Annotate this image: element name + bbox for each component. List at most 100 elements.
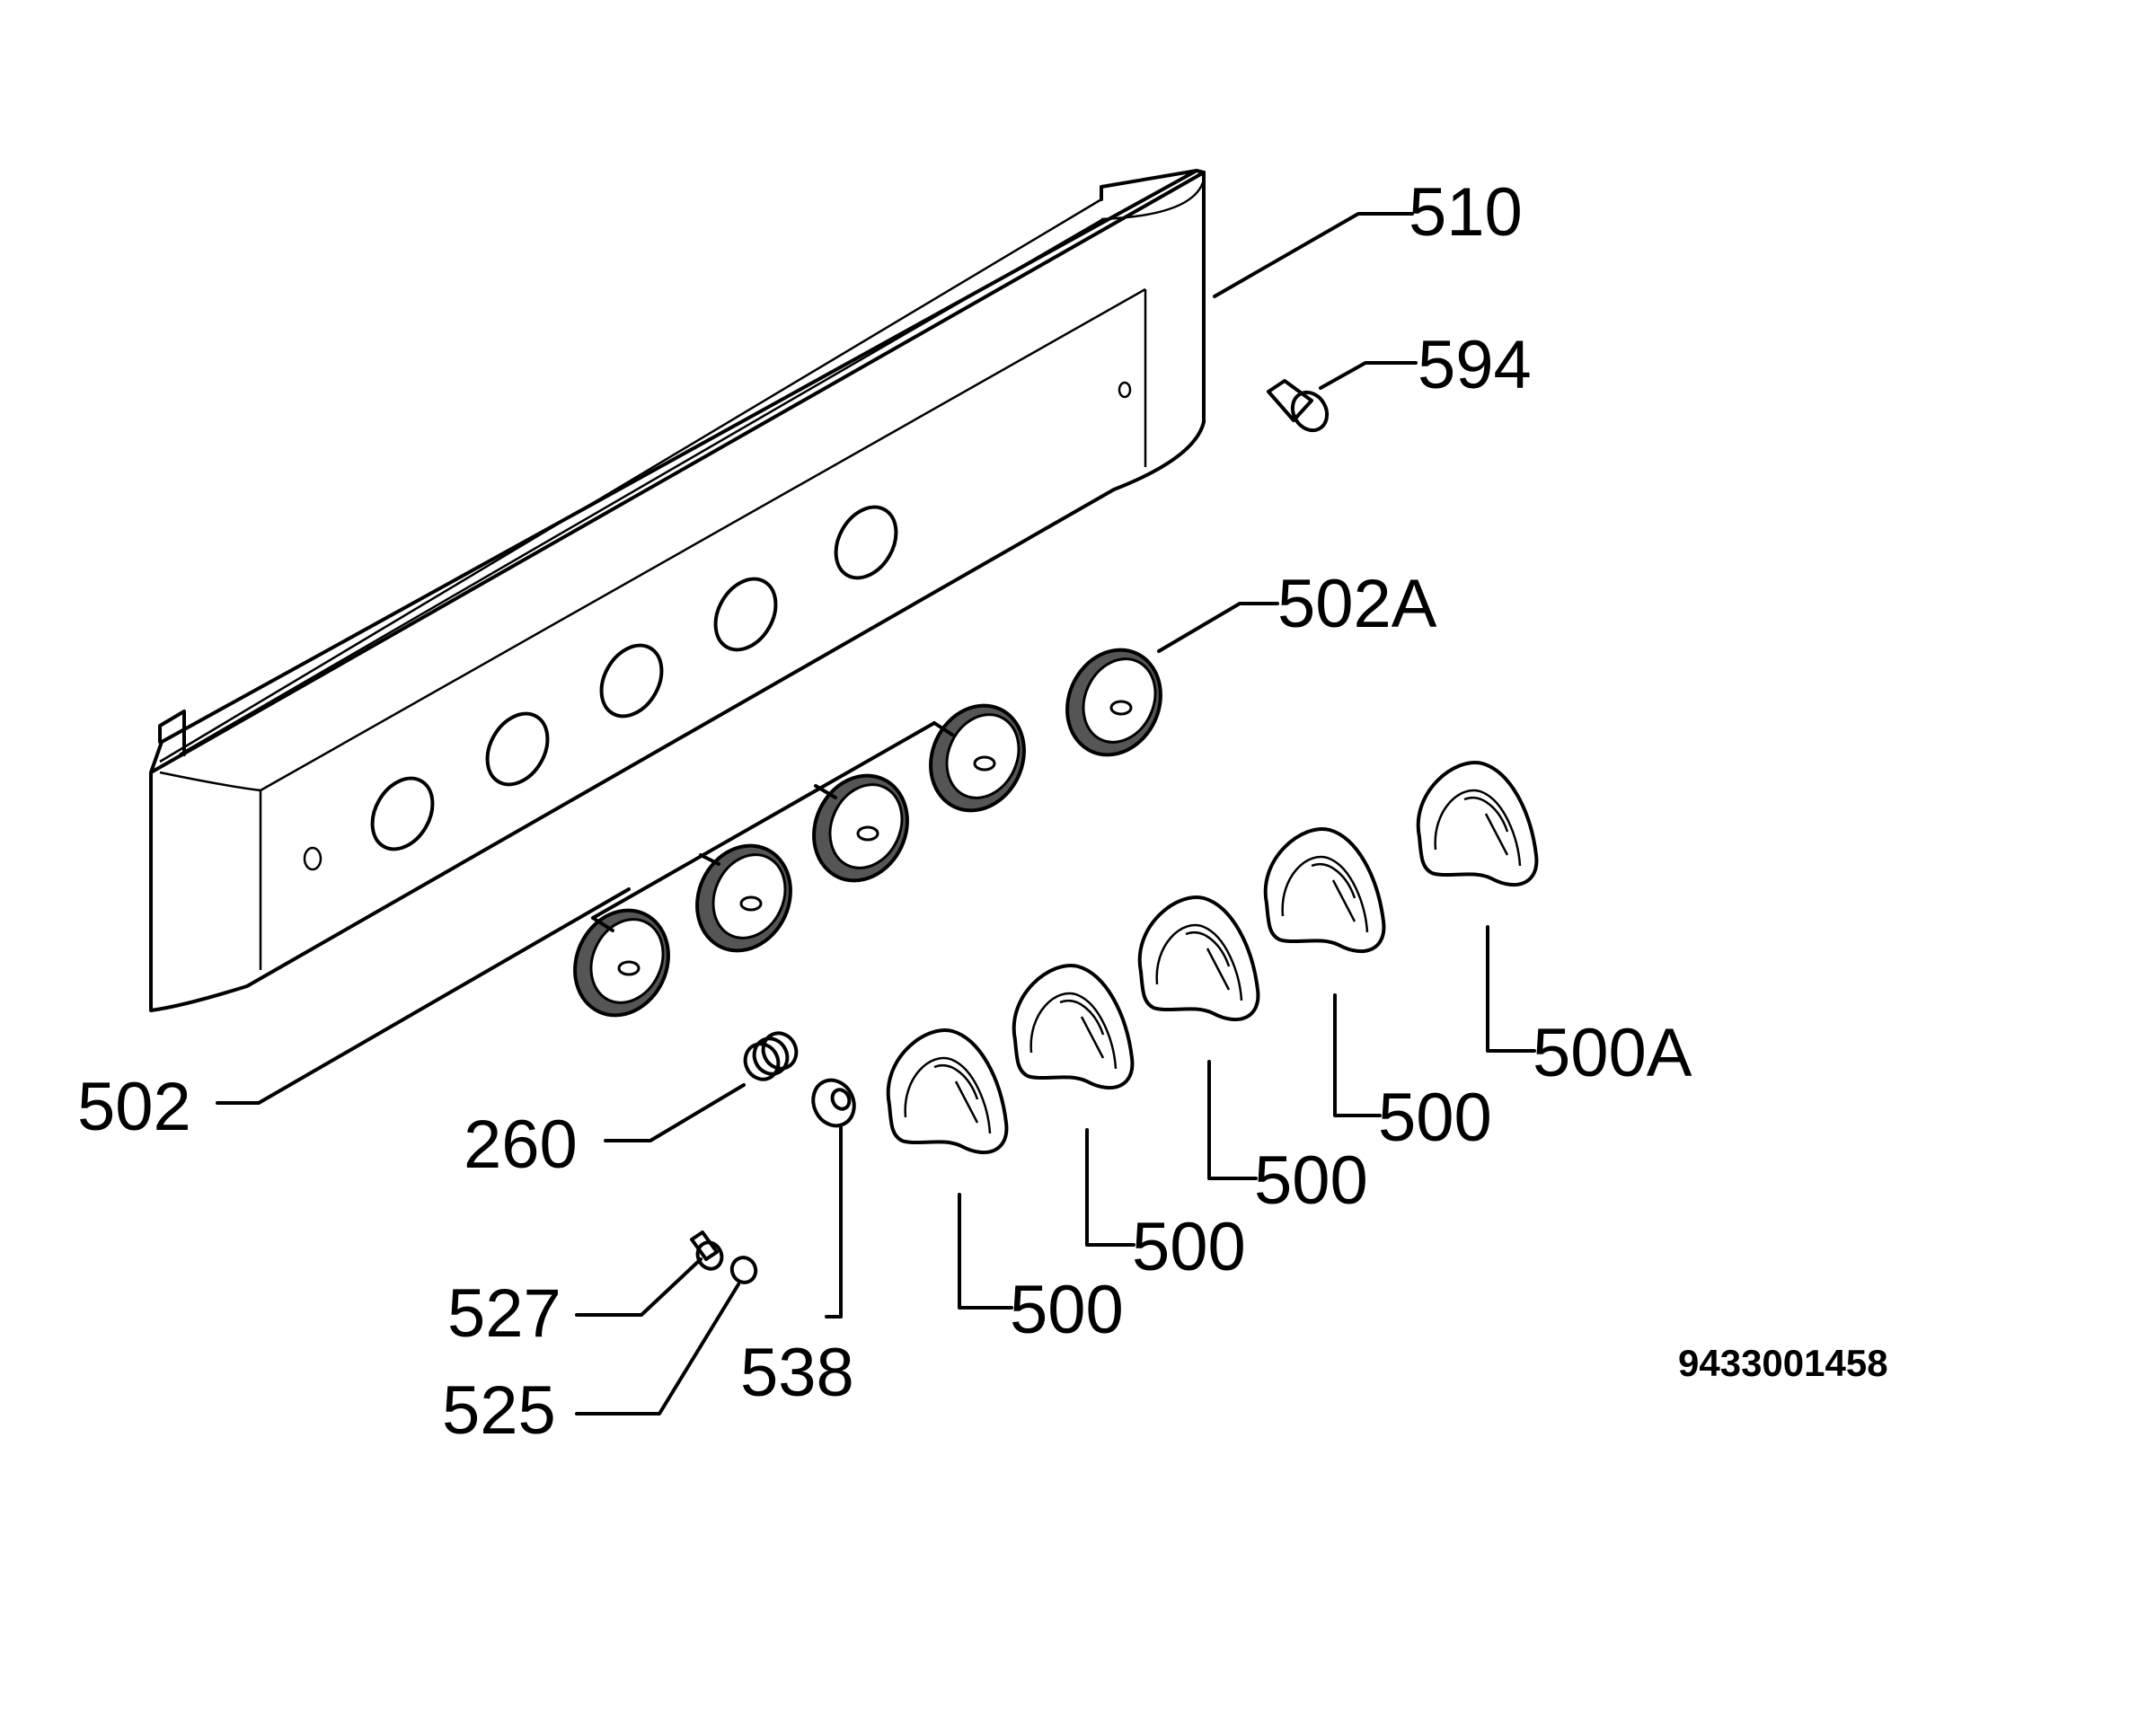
knob-body <box>1416 760 1539 887</box>
bezel-slot <box>1109 700 1133 716</box>
screw-part <box>1267 379 1330 433</box>
knob-grip-ridge <box>1155 923 1243 1001</box>
panel-top-surface <box>149 169 1206 774</box>
ring-part <box>811 1078 856 1128</box>
knob-grip-ridge <box>904 1056 992 1134</box>
panel-knob-hole-3 <box>599 643 664 719</box>
bezel-502A <box>1065 648 1162 757</box>
panel-top-edge <box>159 198 1102 763</box>
panel-right-curve <box>1100 179 1206 221</box>
knob-pointer <box>1206 948 1231 991</box>
control-panel <box>149 169 1206 1012</box>
label-500-4: 500 <box>1378 1080 1492 1156</box>
leader-500-3 <box>1207 1060 1258 1180</box>
bezel-slot <box>973 755 996 772</box>
knob-body <box>1263 826 1386 954</box>
label-500-1: 500 <box>1010 1272 1124 1348</box>
panel-mount-hole-right <box>1118 381 1132 399</box>
panel-mount-hole-left <box>303 846 323 871</box>
label-502A: 502A <box>1277 566 1437 642</box>
drawing-number: 9433001458 <box>1678 1342 1888 1384</box>
panel-front-face <box>149 171 1206 1012</box>
spring-part <box>743 1031 799 1081</box>
label-525: 525 <box>442 1372 556 1449</box>
panel-knob-hole-2 <box>485 711 550 787</box>
leader-594 <box>1319 361 1418 390</box>
knob-body <box>886 1027 1009 1155</box>
spring-coil-3 <box>761 1031 799 1071</box>
leader-500-4 <box>1333 993 1382 1117</box>
knob-500A <box>1416 760 1539 887</box>
ring-outer <box>811 1078 856 1128</box>
knob-grip-ridge <box>1434 789 1522 867</box>
knob-top-highlight <box>933 1064 979 1100</box>
bezel-1 <box>573 908 670 1018</box>
leader-525 <box>575 1283 740 1416</box>
label-538: 538 <box>740 1335 854 1411</box>
leader-260 <box>604 1083 746 1142</box>
insert-525-body <box>729 1256 758 1284</box>
bezel-clip-line-4 <box>932 721 954 736</box>
insert-527-body <box>690 1230 719 1261</box>
panel-back-edge <box>179 217 1104 756</box>
panel-knob-holes <box>370 505 898 851</box>
knob-pointer <box>1484 813 1509 856</box>
knob-top-highlight <box>1463 797 1509 833</box>
knob-body <box>1137 895 1260 1022</box>
ring-inner <box>830 1088 852 1111</box>
insert-527-part <box>690 1230 724 1271</box>
bezel-clip-line-1 <box>591 916 614 932</box>
leader-500-1 <box>958 1193 1013 1310</box>
leader-500A <box>1486 925 1536 1053</box>
knob-2 <box>1012 963 1135 1090</box>
leader-527 <box>575 1257 702 1317</box>
knob-grip-ridge <box>1281 855 1369 933</box>
panel-left-flange <box>158 710 186 756</box>
bezel-clip-line-5 <box>591 721 936 920</box>
label-594: 594 <box>1418 327 1532 403</box>
leader-538 <box>825 1124 843 1319</box>
bezel-slot <box>739 895 763 912</box>
leader-510 <box>1213 212 1414 298</box>
knob-pointer <box>1080 1016 1105 1059</box>
label-260: 260 <box>464 1107 578 1183</box>
insert-525-part <box>729 1256 758 1284</box>
panel-left-curve <box>159 771 261 792</box>
knob-top-highlight <box>1059 1000 1105 1036</box>
bezel-2 <box>695 843 792 953</box>
panel-inner-face-line <box>260 287 1146 792</box>
knob-top-highlight <box>1311 863 1356 899</box>
bezel-slot <box>617 960 641 976</box>
label-510: 510 <box>1409 174 1523 251</box>
bezel-4 <box>929 703 1026 813</box>
knob-body <box>1012 963 1135 1090</box>
knob-1 <box>886 1027 1009 1155</box>
panel-knob-hole-1 <box>370 776 435 851</box>
leader-502A <box>1157 602 1279 653</box>
spring-coil-1 <box>743 1042 781 1081</box>
knob-pointer <box>954 1080 979 1124</box>
knob-pointer <box>1331 879 1356 922</box>
bezel-3 <box>812 773 909 883</box>
bezel-group <box>573 648 1162 1018</box>
knob-3 <box>1137 895 1260 1022</box>
label-500-2: 500 <box>1132 1209 1246 1285</box>
knob-grip-ridge <box>1029 992 1118 1070</box>
label-527: 527 <box>447 1275 561 1352</box>
bezel-slot <box>856 825 879 842</box>
spring-coil-2 <box>752 1036 790 1076</box>
panel-knob-hole-4 <box>713 577 778 652</box>
knob-group <box>886 760 1539 1155</box>
leader-500-2 <box>1085 1128 1135 1247</box>
leader-502 <box>216 887 631 1105</box>
screw-head <box>1290 390 1330 433</box>
knob-top-highlight <box>1185 931 1231 967</box>
panel-knob-hole-5 <box>834 505 898 580</box>
label-502: 502 <box>77 1069 191 1145</box>
screw-shank <box>1267 379 1313 422</box>
panel-right-flange <box>1100 169 1198 201</box>
knob-4 <box>1263 826 1386 954</box>
label-500A: 500A <box>1533 1015 1692 1091</box>
